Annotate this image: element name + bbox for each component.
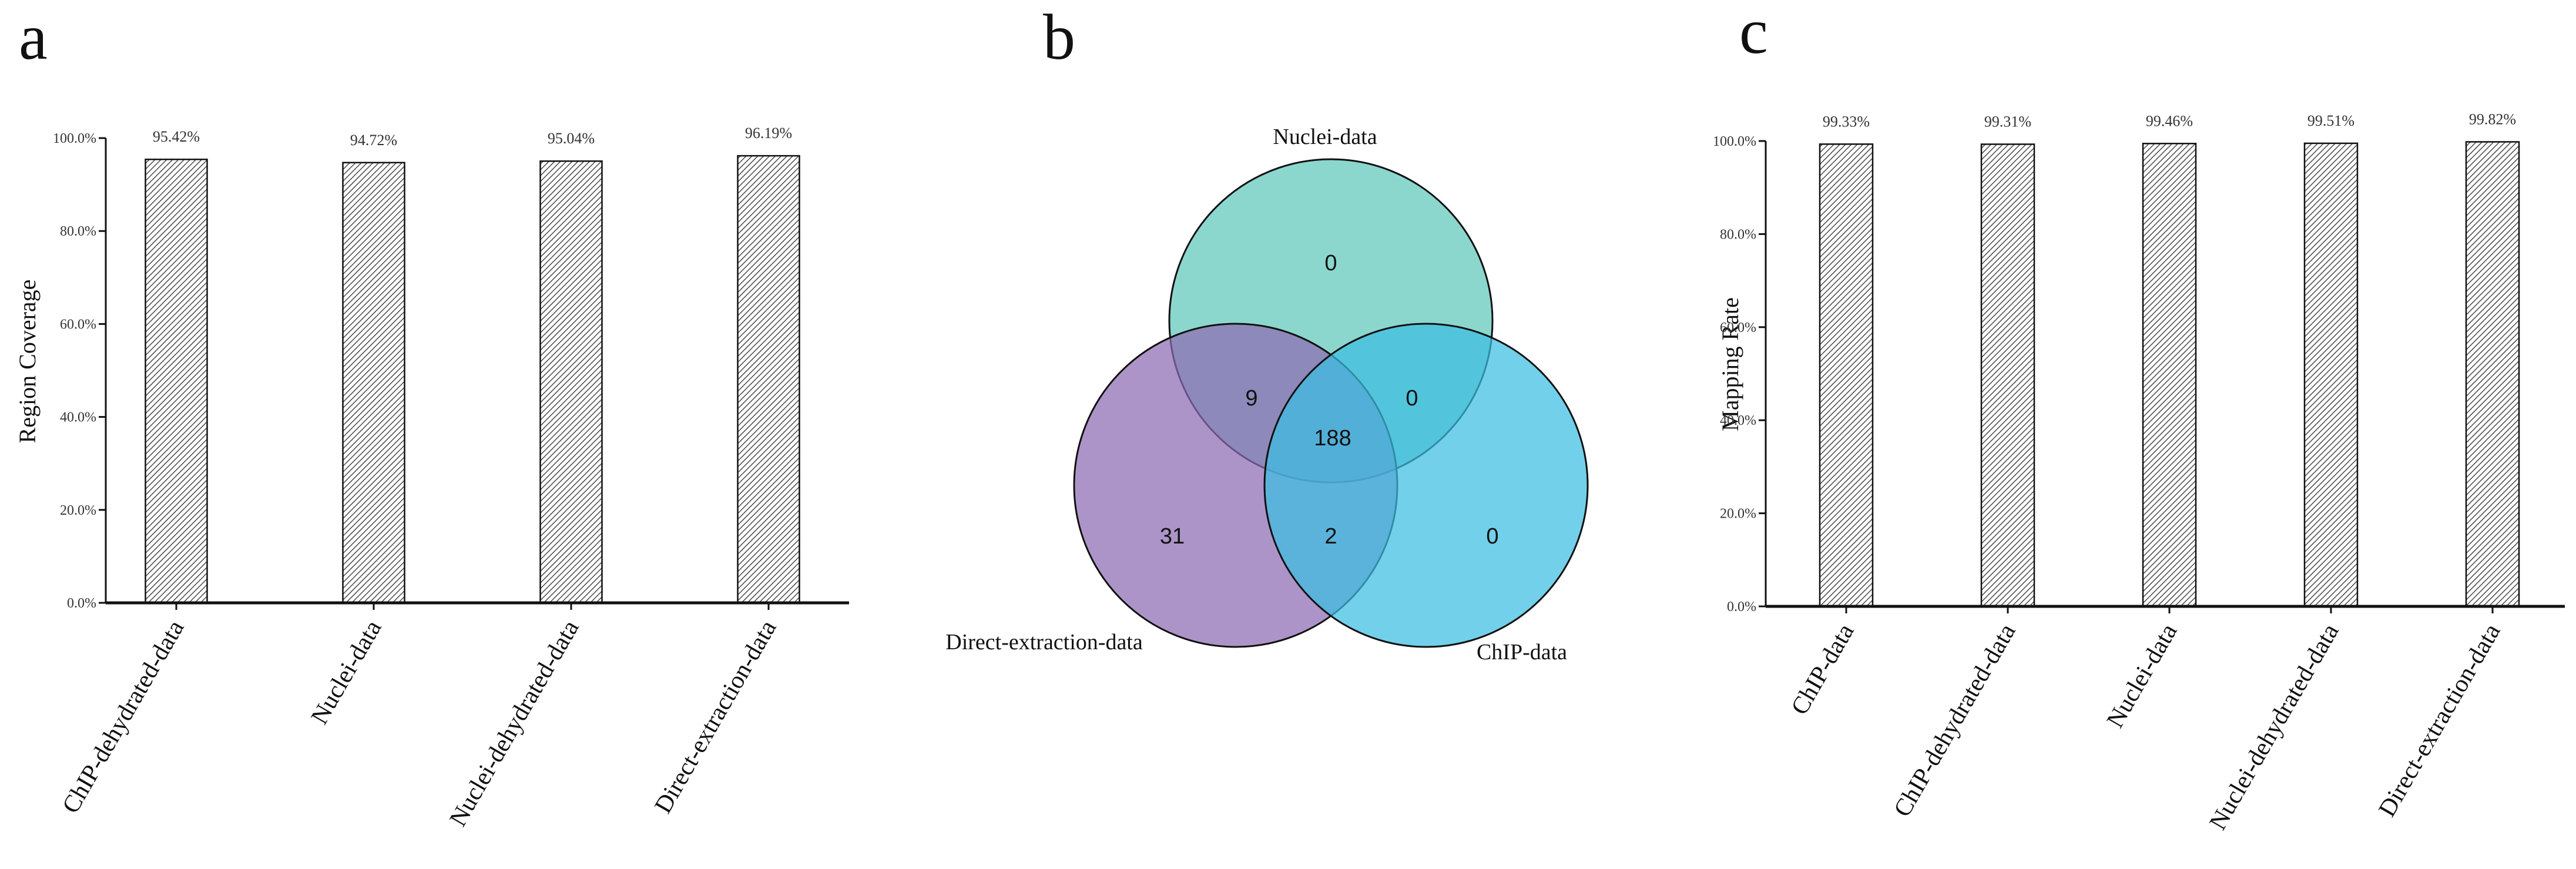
x-tick-label: Direct-extraction-data <box>2373 619 2505 821</box>
x-tick-label: ChIP-dehydrated-data <box>57 616 189 818</box>
y-tick-label: 40.0% <box>1720 413 1756 428</box>
bar <box>2142 143 2197 608</box>
bar-value-label: 99.46% <box>2146 112 2193 129</box>
venn-set-label-nuclei: Nuclei-data <box>1273 125 1377 149</box>
y-tick-label: 0.0% <box>1727 599 1756 615</box>
y-tick-label: 20.0% <box>60 503 96 518</box>
y-tick-label: 0.0% <box>67 596 96 611</box>
venn-set-label-chip: ChIP-data <box>1477 640 1567 665</box>
bar <box>2303 142 2359 608</box>
panel-label-a: a <box>19 1 48 73</box>
bar-value-label: 96.19% <box>745 125 792 142</box>
y-tick-label: 80.0% <box>60 224 96 239</box>
venn-set-label-direct-extraction: Direct-extraction-data <box>945 630 1143 655</box>
x-axis-ticks: ChIP-dehydrated-data Nuclei-data Nuclei-de… <box>57 603 782 831</box>
venn-count-direct-only: 31 <box>1160 524 1185 549</box>
y-axis-ticks: 0.0% 20.0% 40.0% 60.0% 80.0% 100.0% <box>1713 134 1766 615</box>
bar <box>2465 141 2520 608</box>
venn-count-all-three: 188 <box>1314 426 1351 451</box>
y-tick-label: 100.0% <box>53 131 96 146</box>
y-axis-label: Mapping Rate <box>1717 297 1743 431</box>
x-tick-label: Direct-extraction-data <box>649 616 781 818</box>
bar <box>145 158 208 604</box>
venn-count-nuclei-direct: 9 <box>1245 386 1257 411</box>
y-tick-label: 40.0% <box>60 410 96 425</box>
y-tick-label: 100.0% <box>1713 134 1756 149</box>
panel-label-b: b <box>1043 1 1075 73</box>
bars: 99.33% 99.31% 99.46% 99.51% 99.82% <box>1819 110 2520 608</box>
bar-value-label: 99.51% <box>2307 112 2354 129</box>
venn-count-direct-chip: 2 <box>1324 524 1337 549</box>
bar <box>1819 143 1874 608</box>
bar-value-label: 99.82% <box>2469 110 2516 128</box>
y-axis-label: Region Coverage <box>14 280 41 444</box>
y-tick-label: 80.0% <box>1720 227 1756 242</box>
venn-diagram: Nuclei-data Direct-extraction-data ChIP-… <box>945 125 1589 665</box>
venn-circle-chip <box>1263 323 1589 648</box>
y-tick-label: 60.0% <box>60 317 96 332</box>
y-tick-label: 60.0% <box>1720 320 1756 335</box>
bar-value-label: 99.33% <box>1823 113 1870 130</box>
x-tick-label: Nuclei-data <box>2102 619 2183 733</box>
bars: 95.42% 94.72% 95.04% 96.19% <box>145 125 800 604</box>
bar-value-label: 95.04% <box>548 130 595 147</box>
venn-count-nuclei-only: 0 <box>1324 251 1337 276</box>
x-tick-label: ChIP-data <box>1786 619 1860 720</box>
bar-value-label: 95.42% <box>153 128 200 145</box>
bar <box>539 160 603 604</box>
bar-value-label: 94.72% <box>350 132 397 149</box>
venn-count-nuclei-chip: 0 <box>1406 386 1418 411</box>
venn-count-chip-only: 0 <box>1486 524 1498 549</box>
mapping-rate-chart: Mapping Rate 0.0% 20.0% 40.0% 60.0% 80.0% 100… <box>1713 110 2565 834</box>
x-tick-label: Nuclei-dehydrated-data <box>445 616 585 831</box>
x-tick-label: Nuclei-dehydrated-data <box>2205 619 2344 835</box>
bar <box>342 162 405 604</box>
bar <box>737 155 800 604</box>
y-tick-label: 20.0% <box>1720 506 1756 522</box>
x-tick-label: ChIP-dehydrated-data <box>1889 619 2021 821</box>
bar <box>1980 143 2035 608</box>
x-tick-label: Nuclei-data <box>306 616 387 729</box>
bar-value-label: 99.31% <box>1984 113 2031 130</box>
region-coverage-chart: Region Coverage 0.0% 20.0% 40.0% 60.0% 80.0%… <box>14 125 849 831</box>
x-axis-ticks: ChIP-data ChIP-dehydrated-data Nuclei-data… <box>1786 606 2506 834</box>
panel-label-c: c <box>1739 0 1768 67</box>
y-axis-ticks: 0.0% 20.0% 40.0% 60.0% 80.0% 100.0% <box>53 131 106 611</box>
